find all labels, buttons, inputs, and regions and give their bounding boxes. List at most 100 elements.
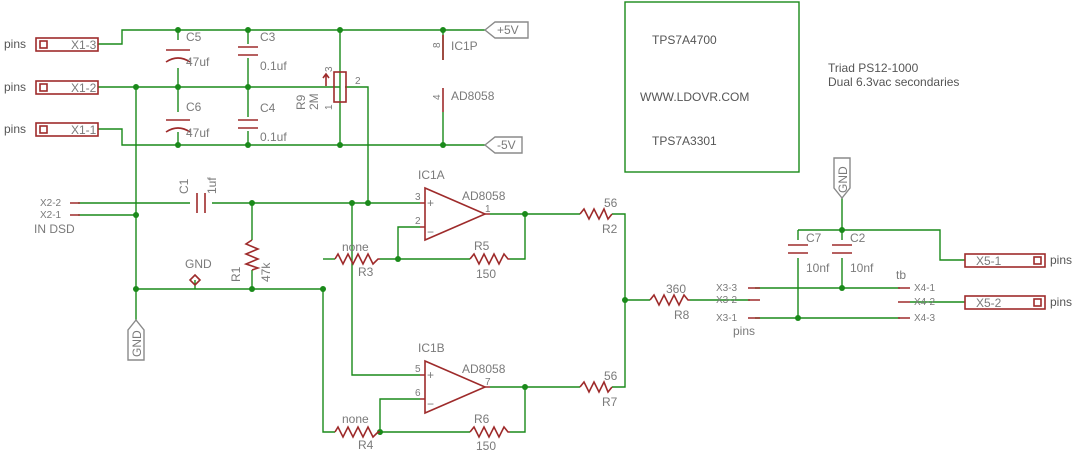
- capacitor-c5[interactable]: C5 47uf: [165, 30, 210, 69]
- junction-dot: [440, 142, 446, 148]
- resistor-r6[interactable]: R6 150: [469, 412, 510, 453]
- pins-label: pins: [4, 37, 26, 51]
- resistor-r4[interactable]: none R4: [334, 412, 380, 452]
- pin-number: 4: [432, 94, 443, 100]
- junction-dot: [133, 84, 139, 90]
- component-value: 47uf: [186, 55, 210, 69]
- junction-dot: [320, 286, 326, 292]
- resistor-zigzag: [579, 207, 613, 221]
- terminal-label: tb: [896, 268, 906, 282]
- connector-x5-1[interactable]: X5-1 pins: [964, 253, 1072, 268]
- pins-label: pins: [4, 80, 26, 94]
- wire-ic1b-inv: [379, 398, 420, 432]
- capacitor-plates: [238, 46, 258, 56]
- junction-dot: [245, 84, 251, 90]
- resistor-r7[interactable]: 56 R7: [579, 369, 618, 409]
- resistor-r8[interactable]: 360 R8: [649, 282, 690, 322]
- junction-dot: [349, 200, 355, 206]
- junction-dot: [795, 315, 801, 321]
- board-line-2: WWW.LDOVR.COM: [640, 90, 749, 104]
- connector-label: X2-2: [40, 198, 62, 209]
- component-ref: IC1B: [418, 341, 445, 355]
- wire-r9-wiper: [345, 86, 369, 203]
- capacitor-plates: [238, 119, 258, 129]
- input-label: IN DSD: [34, 222, 75, 236]
- opamp-pins: [420, 202, 490, 228]
- connector-label: X3-1: [716, 313, 738, 324]
- component-value: 2M: [307, 93, 321, 110]
- component-value: AD8058: [462, 362, 506, 376]
- terminal-block-x4[interactable]: tb X4-1 X4-2 X4-3: [896, 268, 936, 324]
- note-line-1: Triad PS12-1000: [828, 61, 919, 75]
- capacitor-c7[interactable]: C7 10nf: [788, 231, 830, 275]
- pin-number: 3: [324, 66, 335, 72]
- potentiometer-r9[interactable]: R9 2M 3 1 2: [294, 66, 361, 110]
- connector-body: [35, 37, 99, 52]
- connector-body: [964, 295, 1046, 310]
- terminal-pins: [898, 287, 910, 319]
- connector-x1-3[interactable]: pins X1-3: [4, 37, 99, 52]
- opamp-power-ic1p[interactable]: 8 4 IC1P AD8058: [432, 35, 495, 112]
- connector-x1-1[interactable]: pins X1-1: [4, 122, 99, 137]
- connector-x1-2[interactable]: pins X1-2: [4, 80, 99, 95]
- capacitor-c1[interactable]: C1 1uf: [177, 177, 219, 213]
- wire-ic1b-noninv: [351, 203, 420, 376]
- junction-dot: [175, 142, 181, 148]
- component-value: 56: [604, 196, 618, 210]
- connector-label: X4-3: [914, 313, 936, 324]
- component-ref: C3: [260, 30, 276, 44]
- board-line-1: TPS7A4700: [652, 33, 717, 47]
- minus-sign: −: [427, 397, 434, 411]
- output-connector-x3[interactable]: X3-3 X3-2 X3-1 pins: [716, 283, 760, 338]
- pin-number: 3: [415, 192, 421, 203]
- resistor-zigzag: [649, 293, 690, 307]
- capacitor-c4[interactable]: C4 0.1uf: [238, 101, 287, 144]
- component-value: 150: [476, 267, 496, 281]
- component-value: AD8058: [462, 189, 506, 203]
- resistor-r3[interactable]: none R3: [334, 240, 380, 279]
- component-value: 0.1uf: [260, 59, 287, 73]
- resistor-r5[interactable]: R5 150: [469, 239, 510, 281]
- capacitor-c3[interactable]: C3 0.1uf: [238, 30, 287, 73]
- junction-dot: [440, 27, 446, 33]
- connector-x5-2[interactable]: X5-2 pins: [964, 295, 1072, 310]
- opamp-triangle: [424, 186, 488, 242]
- junction-dot: [365, 200, 371, 206]
- wire-r6-feedback: [510, 387, 526, 433]
- component-ref: R4: [358, 438, 374, 452]
- connector-body: [35, 122, 99, 137]
- resistor-zigzag: [579, 380, 613, 394]
- resistor-r2[interactable]: 56 R2: [579, 196, 618, 236]
- component-ref: C5: [186, 30, 202, 44]
- connector-label: X3-3: [716, 283, 738, 294]
- junction-dot: [249, 286, 255, 292]
- component-value: 150: [476, 439, 496, 453]
- capacitor-c6[interactable]: C6 47uf: [165, 100, 210, 140]
- capacitor-plate-curved: [165, 127, 191, 133]
- board-line-3: TPS7A3301: [652, 134, 717, 148]
- connector-label: X1-1: [71, 123, 97, 137]
- resistor-r1[interactable]: R1 47k: [229, 239, 273, 282]
- junction-dot: [337, 27, 343, 33]
- junction-dot: [337, 142, 343, 148]
- ground-diamond-icon: [188, 273, 202, 287]
- regulator-board: TPS7A4700 WWW.LDOVR.COM TPS7A3301: [624, 1, 800, 173]
- input-connector-x2[interactable]: X2-2 X2-1 IN DSD: [34, 198, 80, 236]
- capacitor-c2[interactable]: C2 10nf: [832, 231, 874, 275]
- pin-number: 8: [432, 42, 443, 48]
- connector-label: X4-2: [914, 297, 936, 308]
- connector-label: X3-2: [716, 295, 738, 306]
- pin-number: 6: [415, 388, 421, 399]
- connector-pin-icon: [39, 83, 48, 92]
- ground-symbol: GND: [185, 257, 212, 287]
- pin-number: 2: [355, 76, 361, 87]
- junction-dot: [245, 27, 251, 33]
- component-ref: R8: [674, 308, 690, 322]
- opamp-ic1b[interactable]: + − 5 6 7 IC1B AD8058: [415, 341, 506, 415]
- junction-dot: [622, 297, 628, 303]
- component-ref: R3: [358, 265, 374, 279]
- opamp-ic1a[interactable]: + − 3 2 1 IC1A AD8058: [415, 168, 506, 242]
- component-ref: R2: [602, 222, 618, 236]
- connector-body: [964, 253, 1046, 268]
- junction-dot: [522, 211, 528, 217]
